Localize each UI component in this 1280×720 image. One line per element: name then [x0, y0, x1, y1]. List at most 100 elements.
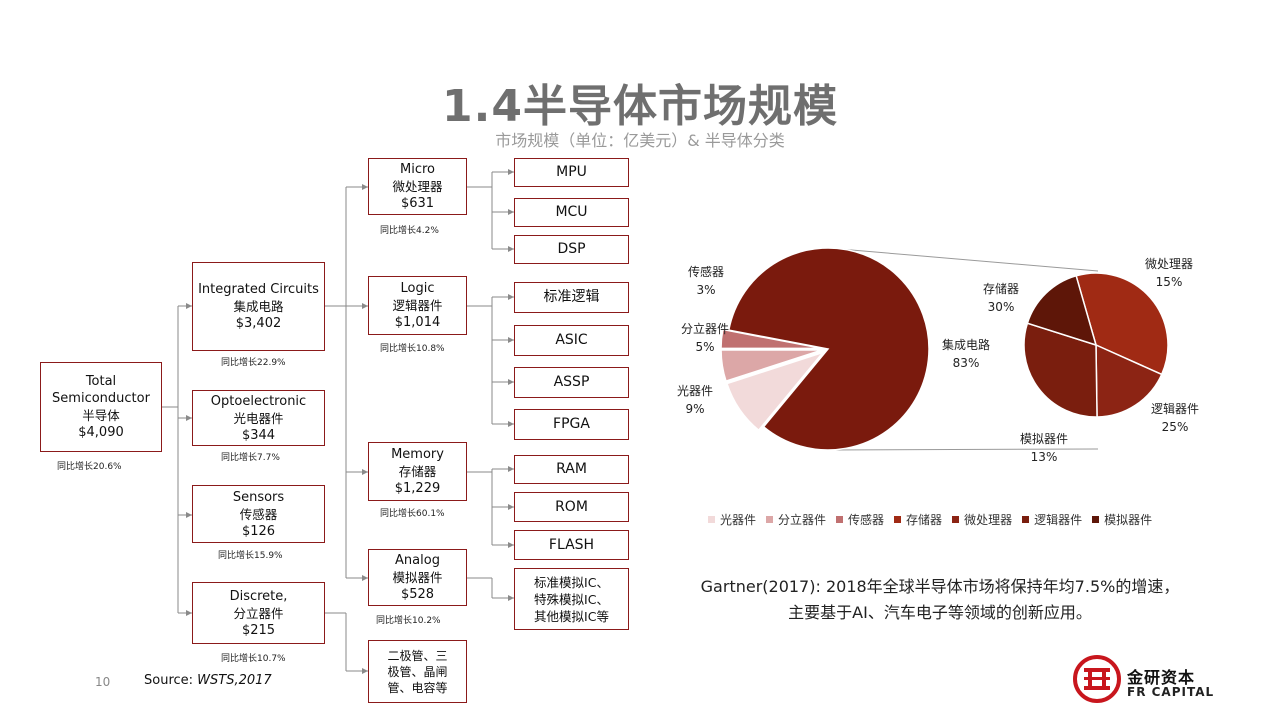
node-opto-en: Optoelectronic: [210, 393, 307, 409]
node-memory: Memory 存储器 $1,229: [368, 442, 467, 501]
growth-micro: 同比增长4.2%: [380, 226, 439, 236]
pie-label-micro-pct: 15%: [1155, 275, 1183, 289]
leaf-ram-label: RAM: [556, 461, 587, 477]
legend-item-discrete: 分立器件: [766, 511, 826, 528]
leaf-mcu-label: MCU: [555, 204, 588, 220]
pie-label-optical: 光器件 9%: [677, 382, 713, 418]
node-micro: Micro 微处理器 $631: [368, 158, 467, 215]
leaf-fpga-label: FPGA: [553, 416, 590, 432]
pie-label-optical-pct: 9%: [685, 402, 705, 416]
legend-swatch: [708, 516, 715, 523]
node-memory-cn: 存储器: [398, 464, 437, 479]
pie-label-discrete-name: 分立器件: [681, 322, 730, 336]
source-value: WSTS,2017: [197, 673, 272, 688]
legend-label: 逻辑器件: [1034, 513, 1083, 527]
leaf-asic: ASIC: [514, 325, 629, 356]
gartner-note-line2: 主要基于AI、汽车电子等领域的创新应用。: [788, 603, 1092, 622]
pie-label-memory-pct: 30%: [987, 300, 1015, 314]
page-title: 1.4半导体市场规模: [442, 81, 838, 132]
growth-sensors: 同比增长15.9%: [218, 551, 283, 561]
pie-label-analog: 模拟器件 13%: [1020, 430, 1068, 466]
node-logic-cn: 逻辑器件: [392, 298, 443, 313]
fr-capital-logo-icon: [1073, 655, 1121, 703]
legend-swatch: [836, 516, 844, 523]
growth-memory: 同比增长60.1%: [380, 509, 445, 519]
node-ic-cn: 集成电路: [233, 299, 284, 314]
leaf-asic-label: ASIC: [555, 332, 588, 348]
node-discrete-components: 二极管、三 极管、晶闸 管、电容等: [368, 640, 467, 703]
node-sensors-en: Sensors: [232, 489, 285, 505]
pie-label-ic-pct: 83%: [952, 356, 980, 370]
logo-text-cn: 金研资本: [1127, 668, 1196, 687]
pie-label-sensors-name: 传感器: [688, 265, 725, 279]
node-logic-value: $1,014: [394, 315, 441, 330]
node-integrated-circuits: Integrated Circuits 集成电路 $3,402: [192, 262, 325, 351]
leaf-standard-logic-label: 标准逻辑: [543, 289, 600, 305]
leaf-flash: FLASH: [514, 530, 629, 560]
pie-legend: 光器件 分立器件 传感器 存储器 微处理器 逻辑器件 模拟器件: [708, 511, 1152, 528]
leaf-rom-label: ROM: [555, 498, 588, 515]
node-analog: Analog 模拟器件 $528: [368, 549, 467, 606]
source-label: Source:: [144, 673, 194, 688]
legend-item-logic: 逻辑器件: [1022, 511, 1082, 528]
node-sensors: Sensors 传感器 $126: [192, 485, 325, 543]
node-analog-en: Analog: [395, 553, 440, 568]
node-analog-cn: 模拟器件: [392, 570, 443, 585]
growth-analog: 同比增长10.2%: [376, 616, 441, 626]
leaf-ram: RAM: [514, 455, 629, 484]
pie-slice-2: [720, 349, 823, 383]
pie-label-sensors: 传感器 3%: [688, 263, 724, 299]
pie-label-ic-name: 集成电路: [942, 338, 991, 352]
node-logic: Logic 逻辑器件 $1,014: [368, 276, 467, 335]
node-optoelectronic: Optoelectronic 光电器件 $344: [192, 390, 325, 446]
legend-swatch: [952, 516, 960, 523]
pie-connector-lines: [827, 247, 1099, 451]
legend-label: 存储器: [906, 513, 943, 527]
legend-swatch: [766, 516, 774, 523]
node-memory-en: Memory: [391, 447, 444, 462]
legend-label: 光器件: [720, 513, 757, 527]
pie-label-logic-name: 逻辑器件: [1151, 402, 1200, 416]
pie-label-micro: 微处理器 15%: [1145, 255, 1193, 291]
legend-label: 分立器件: [778, 513, 827, 527]
leaf-dsp-label: DSP: [557, 241, 586, 257]
growth-logic: 同比增长10.8%: [380, 344, 445, 354]
pie-slice-4: [1026, 274, 1098, 347]
growth-ic: 同比增长22.9%: [221, 358, 286, 368]
pie-label-optical-name: 光器件: [677, 384, 714, 398]
pie-label-micro-name: 微处理器: [1145, 257, 1194, 271]
node-logic-en: Logic: [400, 281, 435, 296]
leaf-assp: ASSP: [514, 367, 629, 398]
page-subtitle: 市场规模（单位：亿美元）& 半导体分类: [495, 131, 785, 150]
pie-label-discrete-pct: 5%: [695, 340, 715, 354]
pie-slice-1: [726, 350, 826, 432]
leaf-mcu: MCU: [514, 198, 629, 227]
leaf-mpu: MPU: [514, 158, 629, 187]
legend-swatch: [1022, 516, 1030, 523]
growth-opto: 同比增长7.7%: [221, 453, 280, 463]
node-discrete-value: $215: [241, 622, 276, 638]
legend-item-sensors: 传感器: [836, 511, 884, 528]
logo-text-en: FR CAPITAL: [1127, 685, 1215, 699]
legend-swatch: [894, 516, 902, 523]
leaf-standard-logic: 标准逻辑: [514, 282, 629, 313]
legend-label: 微处理器: [964, 513, 1013, 527]
node-discrete-cn: 分立器件: [233, 605, 284, 621]
leaf-analog-ics: 标准模拟IC、 特殊模拟IC、 其他模拟IC等: [514, 568, 629, 630]
growth-discrete: 同比增长10.7%: [221, 654, 286, 664]
legend-label: 模拟器件: [1104, 513, 1153, 527]
legend-item-memory: 存储器: [894, 511, 942, 528]
pie-slice-1: [1075, 272, 1169, 376]
legend-swatch: [1092, 516, 1100, 523]
source-citation: Source: WSTS,2017: [144, 673, 272, 688]
leaf-rom: ROM: [514, 492, 629, 522]
leaf-flash-label: FLASH: [548, 536, 595, 553]
node-total-semiconductor-cn: 半导体: [82, 408, 120, 423]
pie-label-memory-name: 存储器: [983, 282, 1020, 296]
node-total-semiconductor-value: $4,090: [78, 425, 124, 440]
pie-label-sensors-pct: 3%: [696, 283, 716, 297]
leaf-fpga: FPGA: [514, 409, 629, 440]
node-ic-value: $3,402: [235, 316, 282, 331]
